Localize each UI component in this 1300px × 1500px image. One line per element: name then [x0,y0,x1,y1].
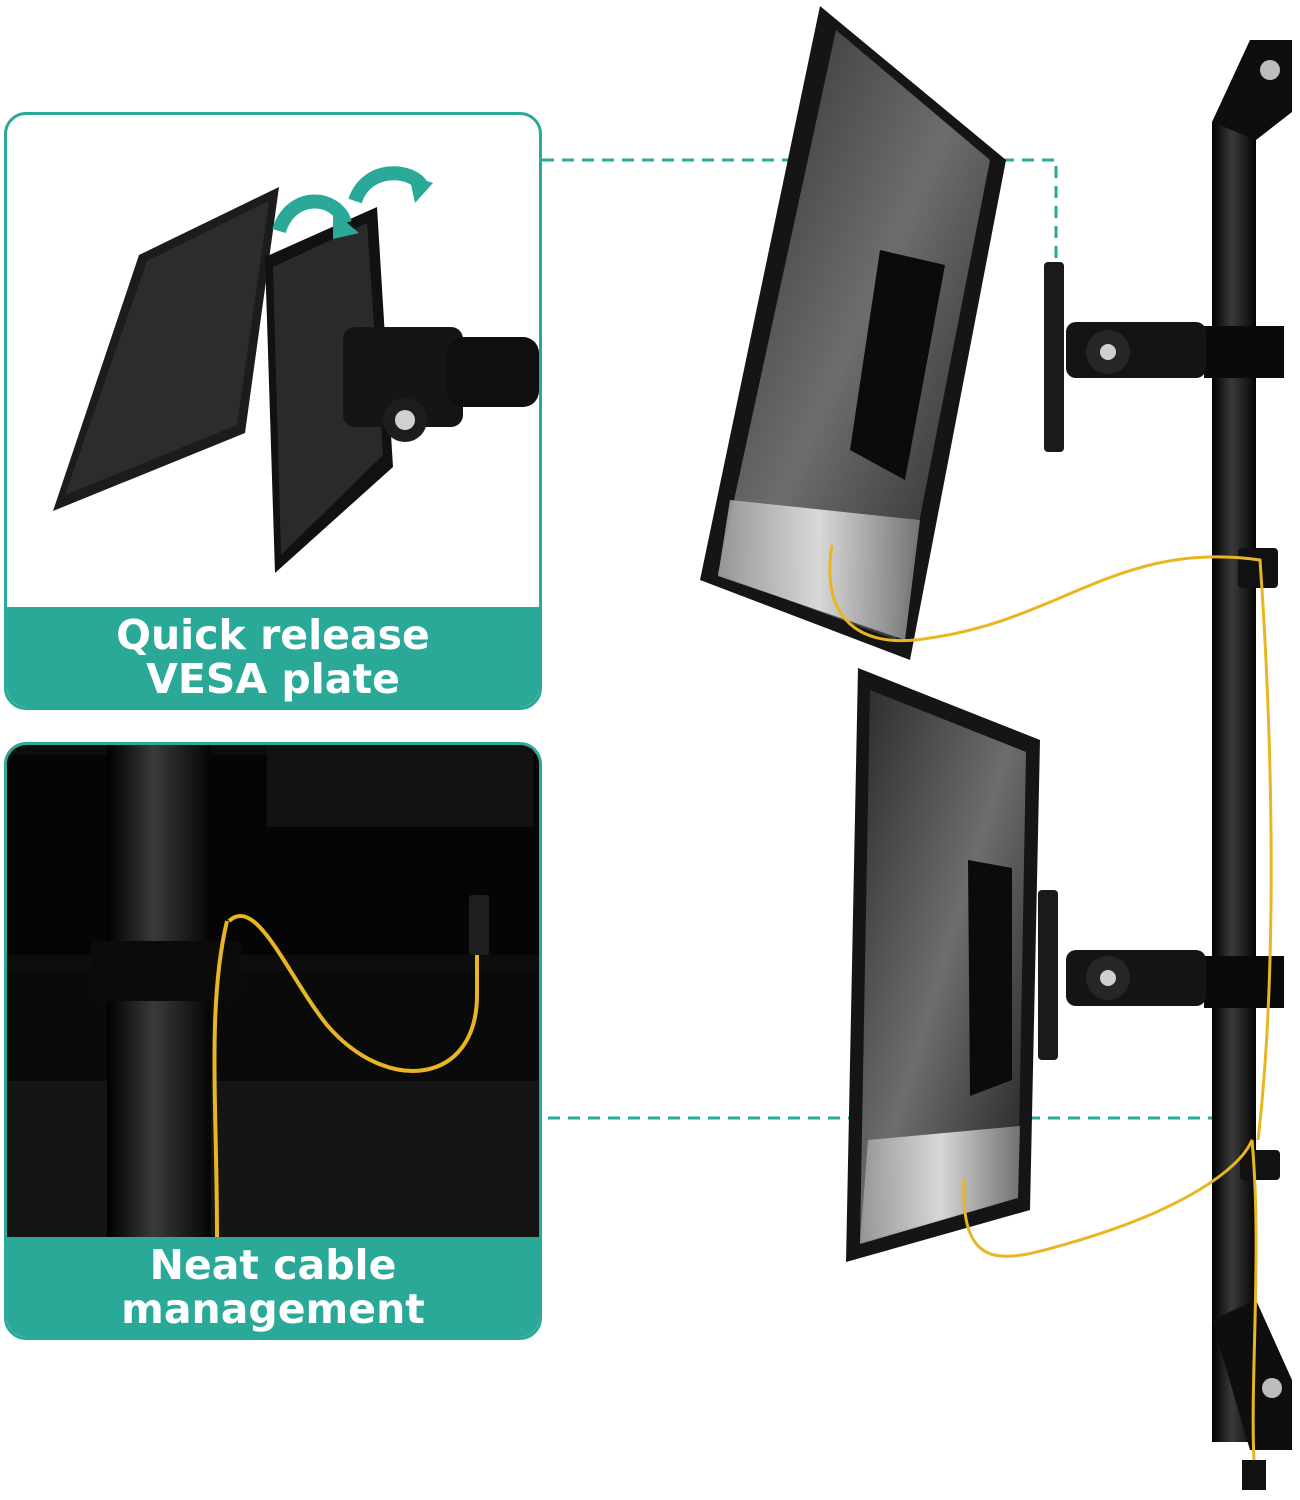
feature-panel-vesa: Quick release VESA plate [4,112,542,710]
mount-pole [1204,40,1292,1490]
cable-management-illustration [7,745,539,1237]
rotate-arrow-icon [333,211,359,239]
caption-cable: Neat cable management [7,1237,539,1337]
monitor-bottom [846,668,1040,1262]
vesa-plate-illustration [53,166,539,573]
caption-vesa: Quick release VESA plate [7,607,539,707]
caption-line-2: management [121,1285,425,1333]
monitor-top [700,6,1006,660]
caption-line-1: Neat cable [149,1241,397,1289]
rotate-arrow-icon [272,194,352,234]
connector-line-top [542,158,1058,258]
caption-line-1: Quick release [116,611,430,659]
caption-line-2: VESA plate [146,655,400,703]
feature-panel-cable: Neat cable management [4,742,542,1340]
arm-top [1044,262,1206,452]
arm-bottom [1038,890,1206,1060]
cable [828,544,1273,1461]
rotate-arrow-icon [409,175,433,203]
